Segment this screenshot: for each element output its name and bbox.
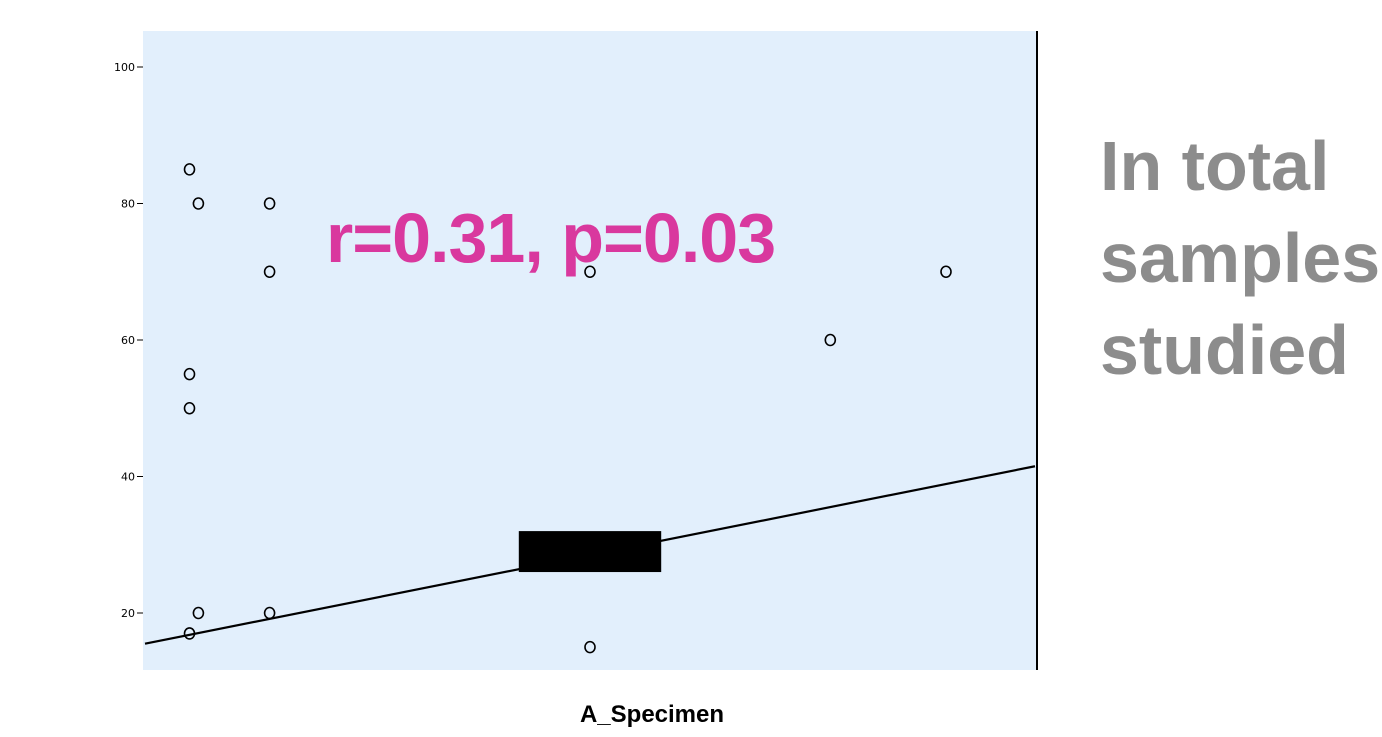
side-text: In total samples studied (1100, 120, 1382, 396)
y-axis: 20 40 60 80 100 (114, 61, 143, 620)
x-axis-label: A_Specimen (580, 701, 724, 728)
data-point (940, 265, 952, 279)
correlation-annotation: r=0.31, p=0.03 (326, 199, 776, 277)
side-text-line-2: samples (1100, 219, 1381, 297)
y-tick-label: 60 (121, 334, 135, 347)
redaction-box (518, 531, 662, 573)
data-point (263, 265, 276, 279)
side-text-line-1: In total (1100, 127, 1330, 205)
data-point (183, 367, 196, 381)
data-point (263, 606, 276, 620)
data-point (263, 197, 276, 210)
data-point (192, 606, 205, 620)
data-point (824, 333, 837, 347)
data-point (192, 197, 205, 210)
data-point (183, 401, 196, 415)
y-tick-label: 100 (114, 61, 135, 74)
data-point (584, 640, 596, 654)
data-points (183, 163, 952, 654)
y-tick-label: 80 (121, 198, 135, 211)
plot-area (143, 31, 1037, 670)
side-text-line-3: studied (1100, 311, 1349, 389)
y-tick-label: 20 (121, 607, 135, 620)
y-tick-label: 40 (121, 471, 135, 484)
data-point (183, 163, 196, 176)
data-point (183, 627, 196, 640)
data-point (584, 265, 596, 279)
